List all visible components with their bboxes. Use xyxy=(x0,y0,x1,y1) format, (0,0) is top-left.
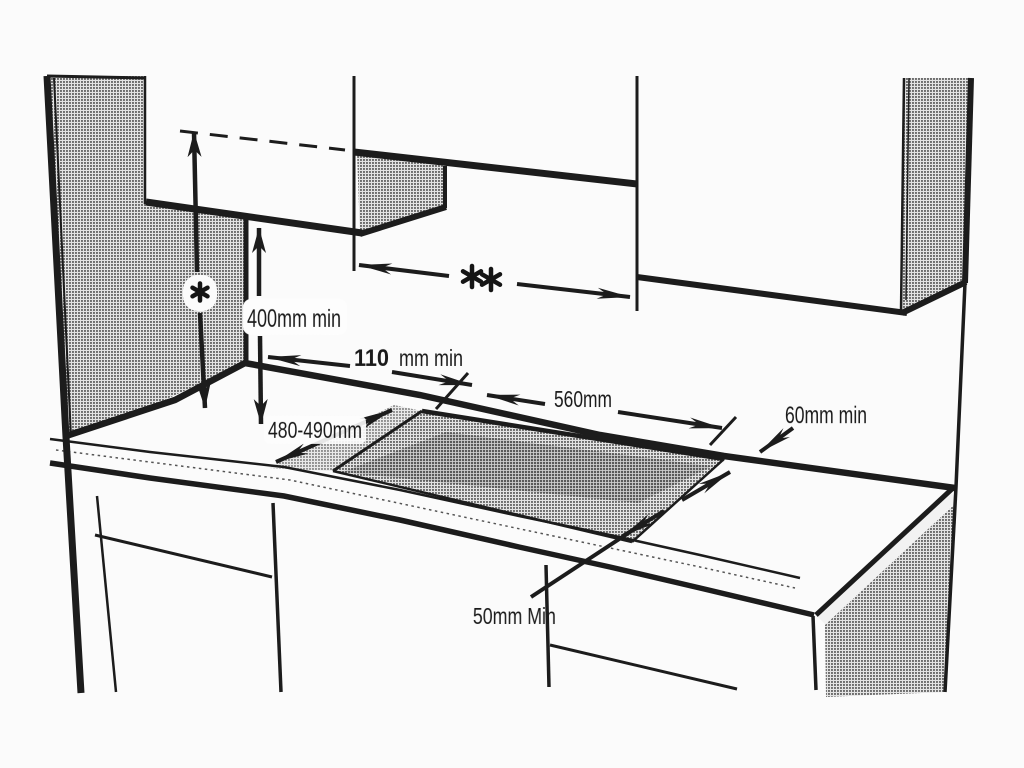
svg-text:50mm Min: 50mm Min xyxy=(473,603,556,629)
svg-text:400mm min: 400mm min xyxy=(247,305,341,333)
svg-text:60mm min: 60mm min xyxy=(785,402,867,429)
svg-text:480-490mm: 480-490mm xyxy=(268,417,362,443)
svg-text:110: 110 xyxy=(354,345,389,372)
svg-text:560mm: 560mm xyxy=(554,386,612,412)
svg-text:mm min: mm min xyxy=(399,345,463,371)
